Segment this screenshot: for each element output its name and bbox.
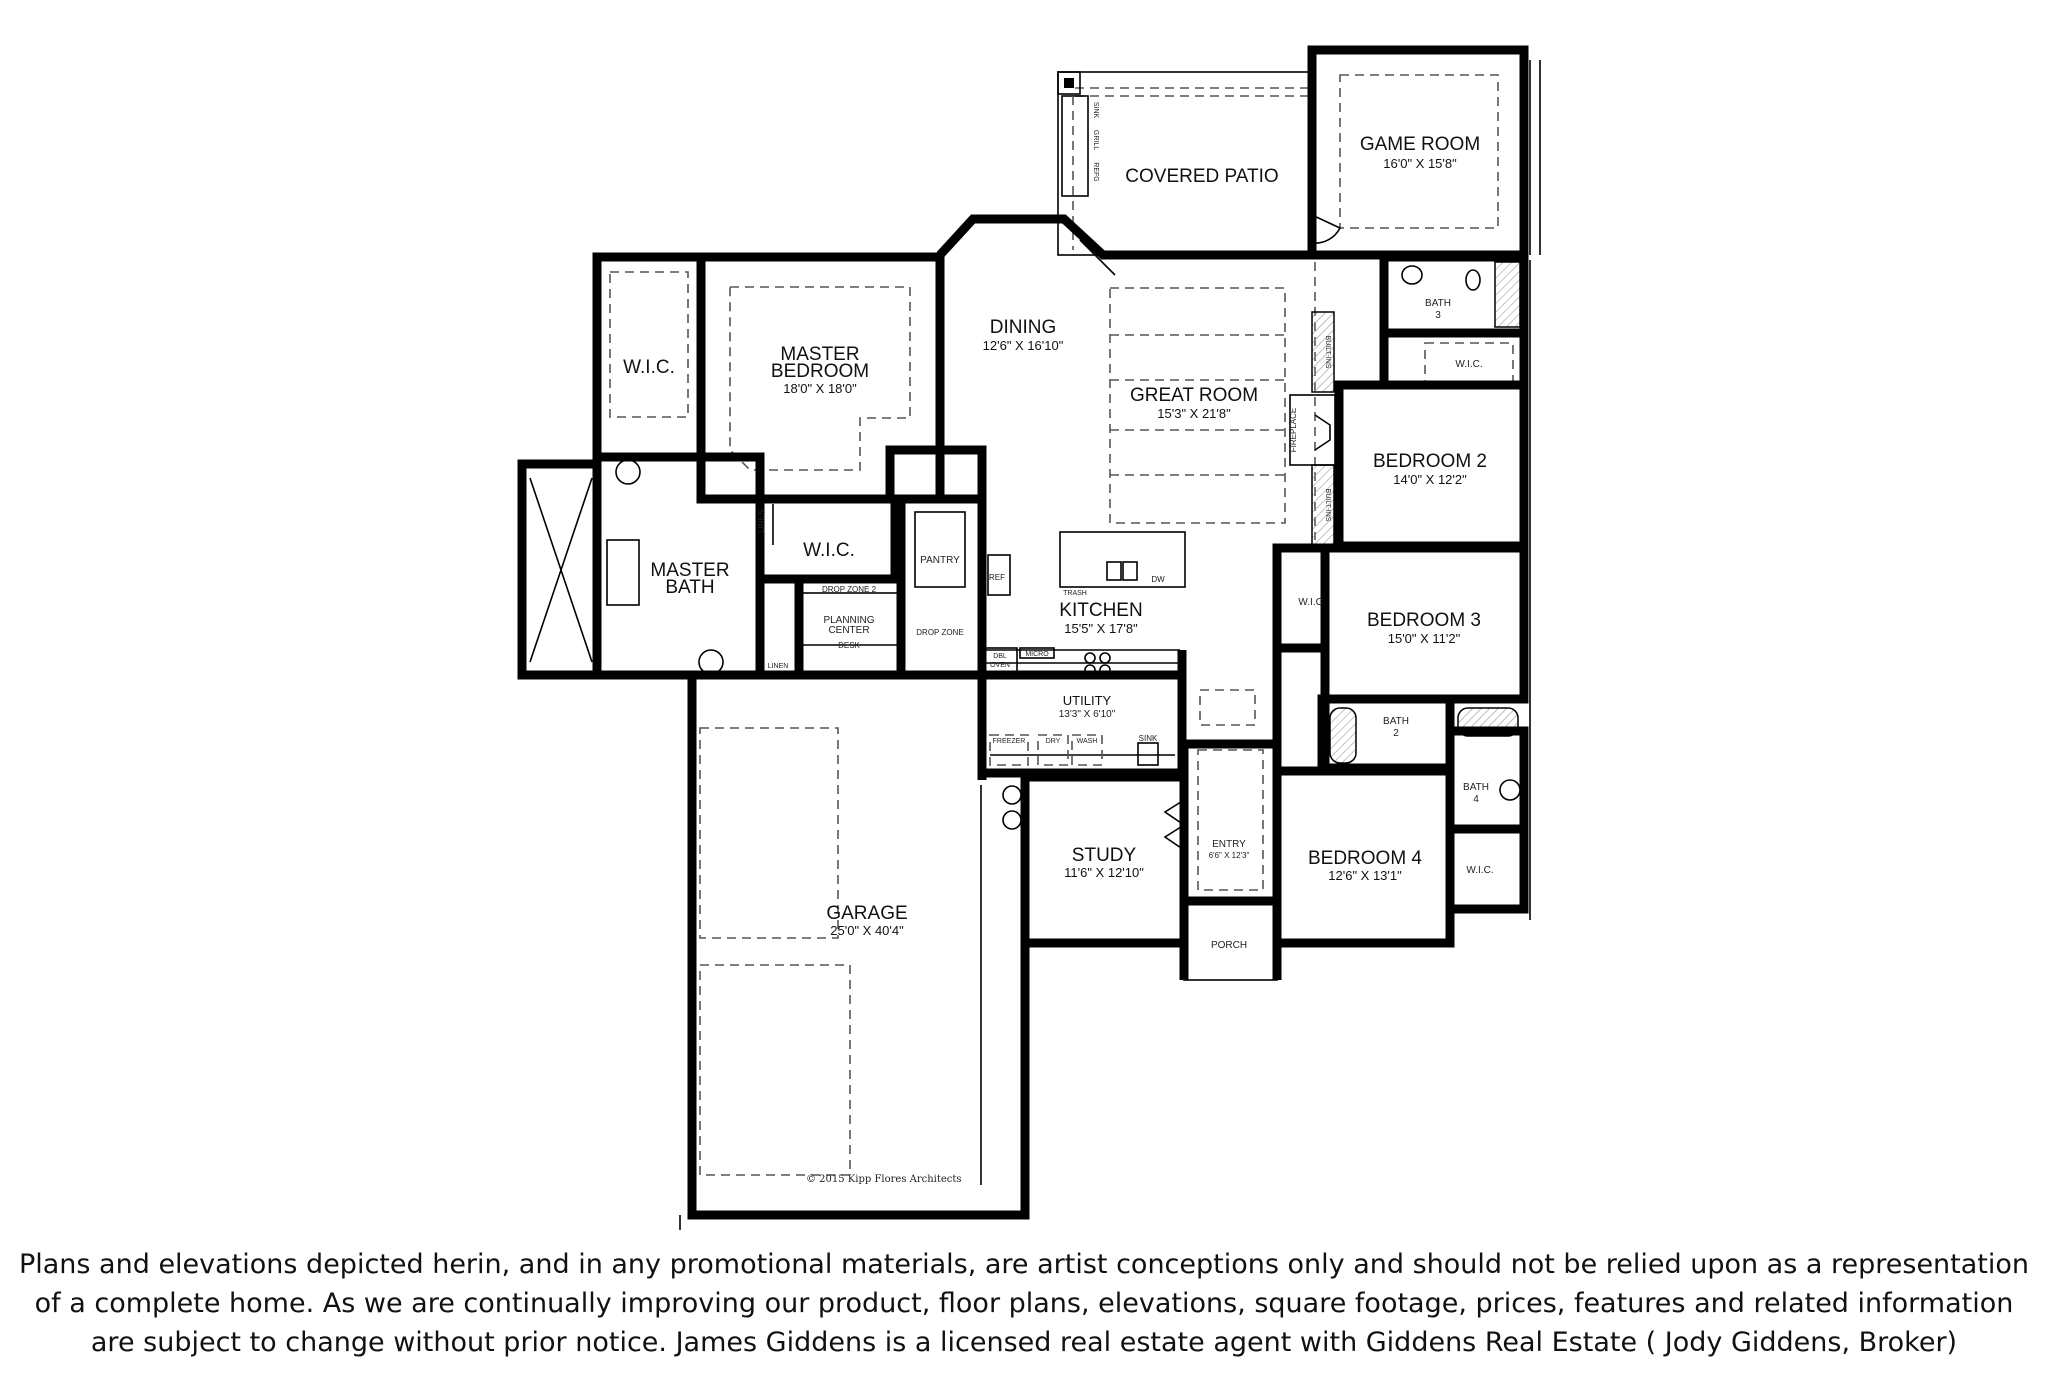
room-size-bedroom-4: 12'6" X 13'1" [1328, 868, 1402, 883]
room-label-bath-2-1: BATH [1383, 716, 1409, 727]
room-size-game-room: 16'0" X 15'8" [1383, 156, 1457, 171]
room-label-master-bath-2: BATH [665, 577, 714, 598]
fixture-label-dry: DRY [1046, 738, 1061, 745]
room-label-dining: DINING [990, 317, 1057, 338]
room-label-bath-4-2: 4 [1473, 794, 1479, 805]
room-size-dining: 12'6" X 16'10" [983, 338, 1064, 353]
room-label-bedroom-3: BEDROOM 3 [1367, 610, 1481, 631]
fixture-label-dbl-oven-1: DBL [993, 653, 1007, 660]
room-size-utility: 13'3" X 6'10" [1059, 709, 1116, 720]
room-size-garage: 25'0" X 40'4" [830, 923, 904, 938]
room-label-bedroom-4-wic: W.I.C. [1466, 865, 1493, 876]
room-size-great-room: 15'3" X 21'8" [1157, 406, 1231, 421]
front-rooms [1020, 739, 1282, 981]
room-label-bath-3-2: 3 [1435, 310, 1441, 321]
disclaimer-line-2: of a complete home. As we are continuall… [34, 1288, 2014, 1319]
room-label-great-room: GREAT ROOM [1130, 385, 1258, 406]
room-label-master-wic-2: W.I.C. [803, 540, 855, 561]
fixture-label-ref: REF [989, 573, 1005, 582]
disclaimer-line-1: Plans and elevations depicted herin, and… [18, 1249, 2030, 1280]
fixture-label-sink: SINK [1139, 734, 1158, 743]
room-label-drop-zone-2: DROP ZONE 2 [822, 585, 877, 594]
fixture-label-micro: MICRO [1025, 651, 1049, 658]
room-label-bedroom-4: BEDROOM 4 [1308, 848, 1422, 869]
room-label-utility: UTILITY [1063, 693, 1112, 708]
room-label-master-bath-1: MASTER [650, 560, 729, 581]
room-label-porch: PORCH [1211, 940, 1247, 951]
master-suite [517, 252, 987, 680]
disclaimer: Plans and elevations depicted herin, and… [0, 1245, 2048, 1362]
room-label-covered-patio: COVERED PATIO [1125, 166, 1278, 187]
fixture-label-patio-grill: GRILL [1092, 130, 1099, 150]
copyright-notice: © 2015 Kipp Flores Architects [806, 1174, 962, 1185]
room-label-bath-4-1: BATH [1463, 782, 1489, 793]
fixture-label-fireplace: FIREPLACE [1289, 408, 1298, 452]
room-label-master-bedroom-2: BEDROOM [771, 361, 869, 382]
fixture-label-built-ins: BUILT-INS [1324, 489, 1331, 522]
room-label-planning-center-2: CENTER [828, 625, 869, 636]
room-size-bedroom-2: 14'0" X 12'2" [1393, 472, 1467, 487]
room-label-bath-3-1: BATH [1425, 298, 1451, 309]
fixture-label-dw: DW [1151, 575, 1165, 584]
fixture-label-built-ins: BUILT-INS [1324, 336, 1331, 369]
room-label-kitchen: KITCHEN [1059, 600, 1142, 621]
great-room-block [935, 214, 1336, 546]
fixture-label-wash: WASH [1077, 738, 1098, 745]
fixture-label-patio-refg: REFG [1092, 162, 1099, 181]
room-label-bath-2-2: 2 [1393, 728, 1399, 739]
fixture-label-freezer: FREEZER [993, 738, 1026, 745]
room-label-bedroom-3-wic: W.I.C. [1298, 597, 1325, 608]
fixture-label-dbl-oven-2: OVEN [990, 662, 1010, 669]
garage [679, 675, 1030, 1230]
fixture-label-patio-sink: SINK [1092, 102, 1099, 119]
room-label-master-wic: W.I.C. [623, 357, 675, 378]
room-label-pantry: PANTRY [920, 555, 960, 566]
room-label-game-room: GAME ROOM [1360, 134, 1480, 155]
room-label-bath-3-wic: W.I.C. [1455, 359, 1482, 370]
room-size-study: 11'6" X 12'10" [1064, 865, 1144, 880]
room-label-entry: ENTRY [1212, 839, 1246, 850]
room-label-study: STUDY [1072, 845, 1137, 866]
room-size-entry: 6'6" X 12'3" [1209, 851, 1250, 860]
hall [1199, 543, 1330, 776]
room-label-garage: GARAGE [826, 903, 907, 924]
room-size-kitchen: 15'5" X 17'8" [1064, 621, 1138, 636]
room-label-master-bedroom-1: MASTER [780, 344, 859, 365]
fixture-label-linen: LINEN [757, 509, 766, 533]
desk-label: DESK [838, 641, 860, 650]
room-size-master-bedroom: 18'0" X 18'0" [783, 381, 857, 396]
room-label-bedroom-2: BEDROOM 2 [1373, 451, 1487, 472]
utility [977, 670, 1187, 778]
room-label-drop-zone: DROP ZONE [916, 628, 963, 637]
room-size-bedroom-3: 15'0" X 11'2" [1388, 631, 1461, 646]
fixture-label-trash: TRASH [1063, 590, 1087, 597]
disclaimer-line-3: are subject to change without prior noti… [90, 1327, 1958, 1358]
fixture-label-linen: LINEN [768, 663, 789, 670]
east-wing [1272, 252, 1531, 948]
room-label-planning-center-1: PLANNING [823, 615, 874, 626]
